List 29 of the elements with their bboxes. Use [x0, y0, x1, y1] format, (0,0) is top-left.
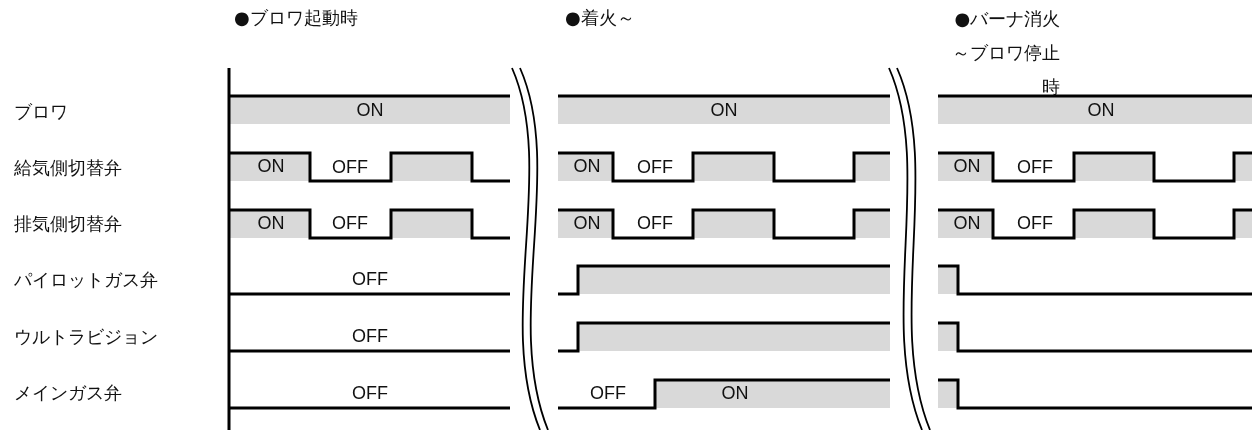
- state-label: ON: [1087, 101, 1115, 121]
- signal-name: 給気側切替弁: [14, 158, 122, 178]
- section-heading: ●着火～: [565, 8, 635, 28]
- state-label: OFF: [1017, 214, 1053, 234]
- state-label: OFF: [332, 214, 368, 234]
- state-label: OFF: [332, 158, 368, 178]
- state-label: ON: [356, 101, 384, 121]
- state-label: OFF: [352, 270, 388, 290]
- state-label: ON: [257, 214, 285, 234]
- state-label: OFF: [637, 158, 673, 178]
- state-label: OFF: [590, 384, 626, 404]
- state-label: ON: [710, 101, 738, 121]
- signal-name: 排気側切替弁: [14, 214, 122, 234]
- state-label: OFF: [637, 214, 673, 234]
- signal-name: ウルトラビジョン: [14, 327, 158, 347]
- state-label: ON: [953, 157, 981, 177]
- state-label: OFF: [352, 327, 388, 347]
- state-label: OFF: [352, 384, 388, 404]
- state-label: OFF: [1017, 158, 1053, 178]
- state-label: ON: [573, 214, 601, 234]
- state-label: ON: [573, 157, 601, 177]
- section-heading: ●バーナ消火～ブロワ停止時: [951, 7, 1061, 100]
- signal-name: ブロワ: [14, 102, 68, 122]
- state-label: ON: [721, 384, 749, 404]
- section-heading: ●ブロワ起動時: [234, 8, 358, 28]
- state-label: ON: [257, 157, 285, 177]
- signal-name: メインガス弁: [14, 383, 122, 403]
- signal-name: パイロットガス弁: [14, 270, 158, 290]
- state-label: ON: [953, 214, 981, 234]
